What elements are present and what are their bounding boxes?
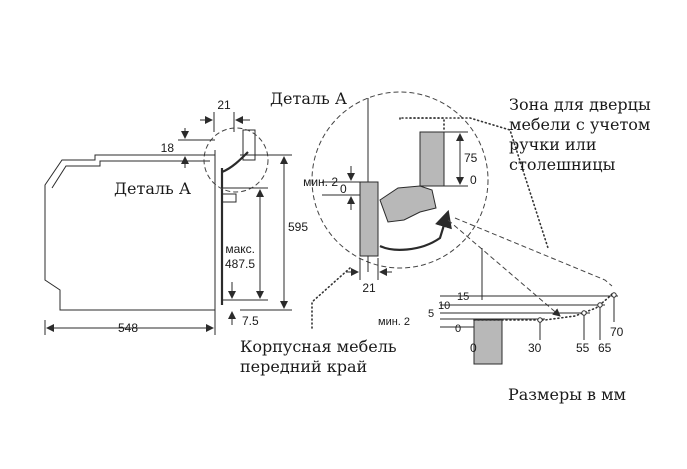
graph-label-15: 15 [457,291,469,303]
graph-x-65: 65 [598,341,612,355]
dim-max-label: макс. [225,242,255,256]
dim-left-18 [178,128,215,168]
zoom-envelope [454,217,613,287]
detail-a-circle [311,91,489,269]
detail-a-side-label: Деталь А [114,179,191,198]
zoom-arrow [447,219,561,317]
door-zone-leader [409,117,549,249]
dim-548: 548 [118,321,138,335]
cabinet-line-2: передний край [240,357,367,376]
clearance-graph [440,291,618,365]
detail-a-title: Деталь А [270,89,347,108]
door-zone-line-1: Зона для дверцы [509,95,651,114]
dim-width [44,320,216,335]
dim-595: 595 [288,220,308,234]
graph-x-30: 30 [528,341,542,355]
dim-18: 18 [161,141,175,155]
dim-min2-detail-label: мин. 2 [303,175,338,189]
graph-label-0: 0 [455,323,461,335]
cabinet-line-1: Корпусная мебель [240,337,397,356]
dim-21-detail-label: 21 [362,281,376,295]
door-zone-dotted [401,117,445,131]
dim-21-top: 21 [217,98,231,112]
cabinet-section [473,319,503,365]
graph-x-55: 55 [576,341,590,355]
door-zone-line-2: мебели с учетом [509,115,650,134]
dim-max-value: 487.5 [225,257,255,271]
dim-height-595 [240,154,292,311]
dim-75 [444,131,468,187]
graph-x-70: 70 [610,325,624,339]
door-zone-line-4: столешницы [509,155,616,174]
dim-min2-detail [322,166,378,210]
oven-side-view [44,127,269,320]
units-note: Размеры в мм [508,385,626,404]
dim-0-left: 0 [340,182,347,196]
graph-label-10: 10 [438,300,450,312]
dim-max [222,187,268,301]
door-zone-line-3: ручки или [509,135,596,154]
dim-0-right: 0 [470,173,477,187]
graph-x-0: 0 [470,341,477,355]
dim-75-label: 75 [464,151,478,165]
dim-top-21 [200,112,250,132]
graph-label-5: 5 [428,308,434,320]
cabinet-leader [311,267,351,329]
hinge-bracket [359,131,452,257]
dim-21-detail [346,258,392,280]
dim-7-5: 7.5 [242,314,259,328]
graph-label-min2: мин. 2 [378,316,410,328]
